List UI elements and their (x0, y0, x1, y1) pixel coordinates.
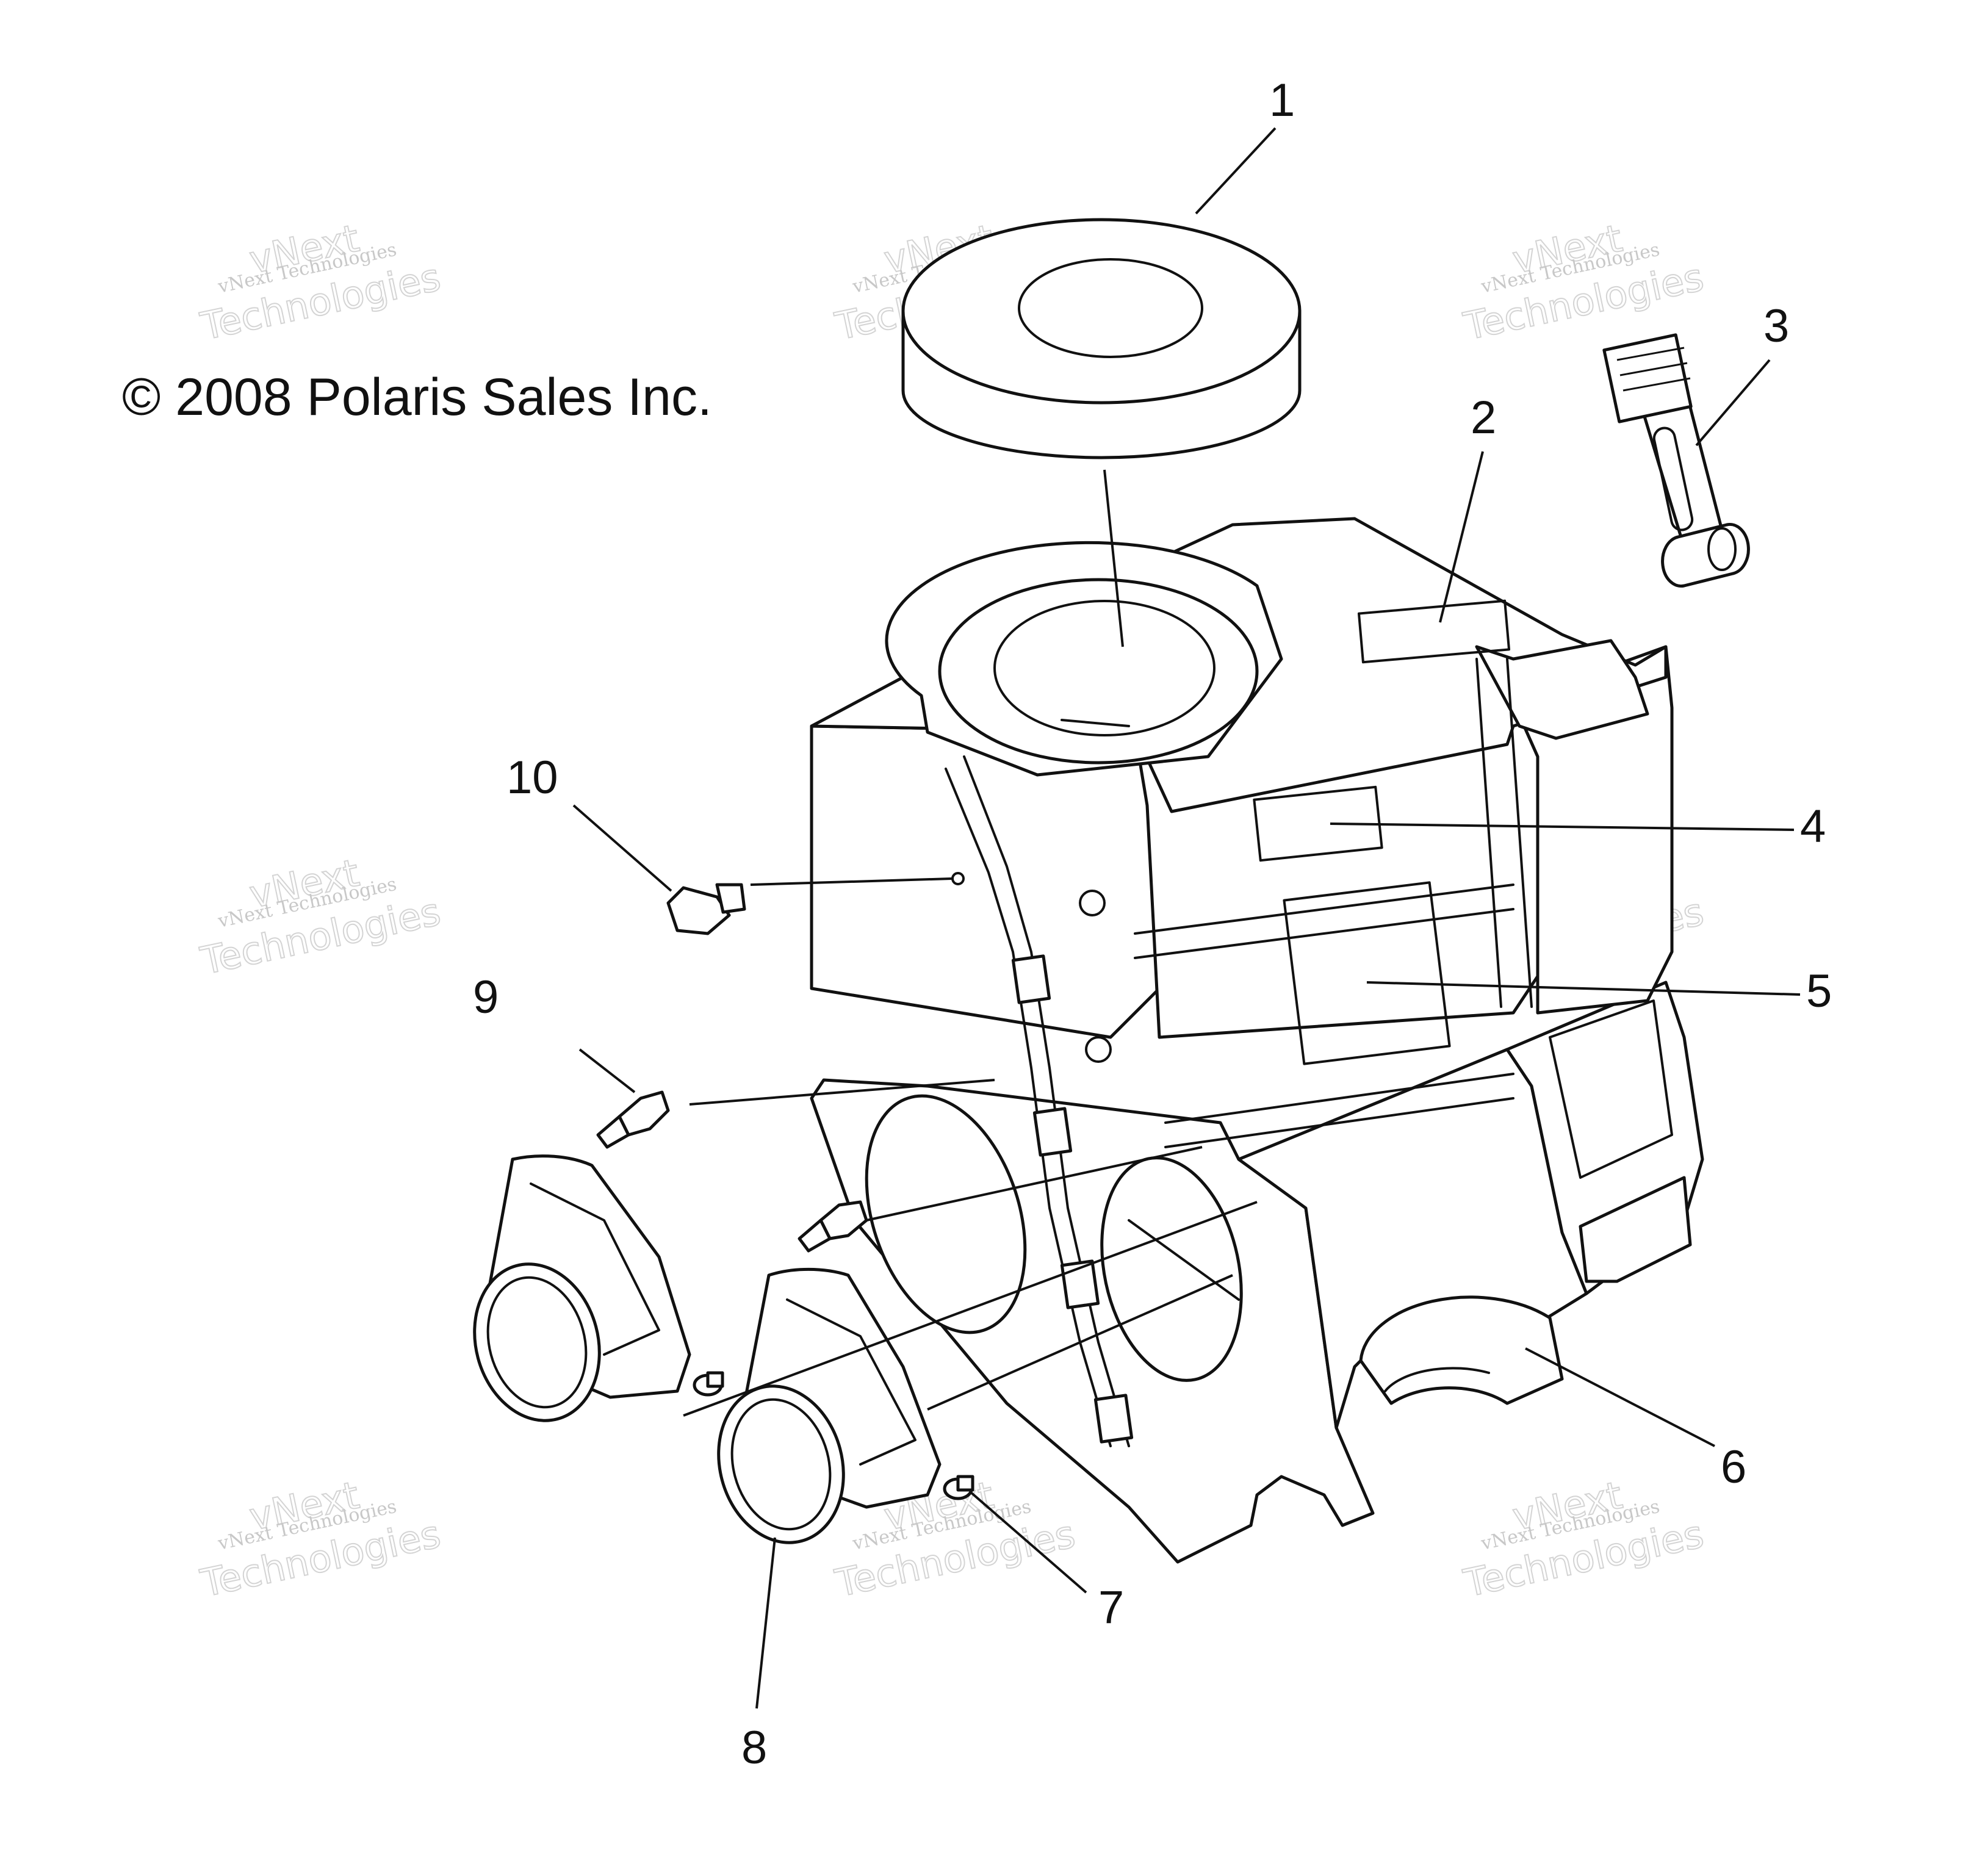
callout-9: 9 (473, 971, 499, 1023)
part-3-strap (1602, 333, 1750, 588)
part-9-fitting-lower (798, 1200, 868, 1253)
part-9-fitting-upper (596, 1090, 670, 1149)
callout-2: 2 (1471, 392, 1496, 444)
callout-6: 6 (1721, 1441, 1746, 1493)
part-1-filter-ring (901, 218, 1302, 459)
watermark: vNext vNext Technologies Technologies (1459, 1472, 1708, 1607)
watermark: vNext vNext Technologies Technologies (196, 215, 445, 350)
watermark: vNext vNext Technologies Technologies (196, 850, 445, 984)
copyright-notice: © 2008 Polaris Sales Inc. (122, 368, 712, 426)
part-7-screw-lower (943, 1475, 974, 1500)
callout-3: 3 (1763, 300, 1789, 352)
leader-lines (572, 127, 1801, 1709)
callouts: 1 2 3 4 5 6 7 8 9 10 (473, 74, 1832, 1774)
part-8-intake-boot (717, 1267, 942, 1544)
callout-5: 5 (1806, 965, 1832, 1017)
callout-8: 8 (741, 1722, 767, 1774)
part-7-screw-upper (693, 1371, 724, 1397)
callout-4: 4 (1800, 801, 1826, 852)
callout-10: 10 (506, 752, 558, 804)
callout-7: 7 (1098, 1582, 1124, 1633)
watermark: vNext vNext Technologies Technologies (196, 1472, 445, 1607)
part-10-clip (666, 883, 746, 935)
callout-1: 1 (1269, 74, 1295, 126)
airbox-housing (810, 517, 1704, 1564)
intake-boot-left (473, 1154, 691, 1422)
watermark: vNext vNext Technologies Technologies (1459, 215, 1708, 350)
